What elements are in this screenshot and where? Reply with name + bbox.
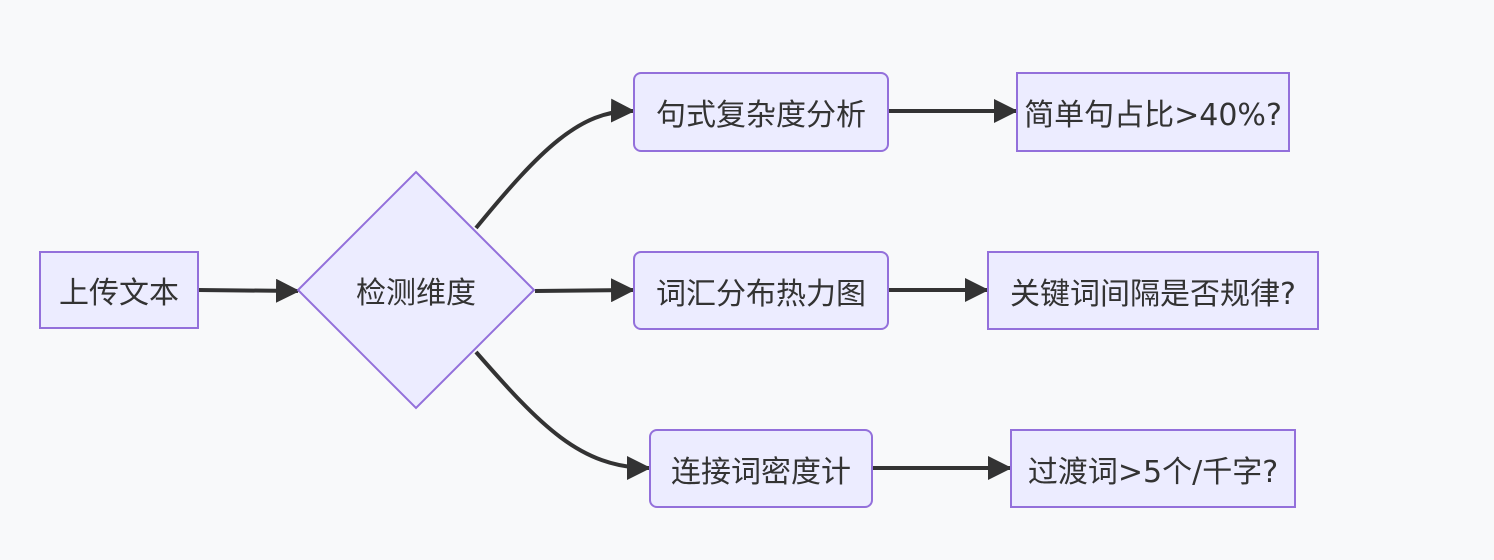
edge-upload-to-detect — [197, 278, 300, 303]
node-upload-text-label: 上传文本 — [59, 276, 179, 311]
node-vocab-heatmap-label: 词汇分布热力图 — [656, 276, 866, 312]
node-detect-dimension-label: 检测维度 — [356, 276, 476, 311]
node-upload-text: 上传文本 — [39, 251, 199, 329]
node-syntax-complexity-label: 句式复杂度分析 — [656, 98, 866, 133]
node-vocab-heatmap: 词汇分布热力图 — [633, 251, 889, 330]
node-syntax-complexity: 句式复杂度分析 — [633, 72, 889, 152]
node-transition-words-label: 过渡词>5个/千字? — [1027, 454, 1279, 490]
node-simple-sentence-ratio: 简单句占比>40%? — [1016, 72, 1290, 152]
edge-detect-to-syntax — [474, 98, 635, 230]
node-connector-density-label: 连接词密度计 — [671, 454, 851, 490]
node-keyword-interval-label: 关键词间隔是否规律? — [1010, 276, 1296, 312]
node-detect-dimension: 检测维度 — [316, 260, 516, 320]
node-transition-words: 过渡词>5个/千字? — [1010, 429, 1296, 508]
node-keyword-interval: 关键词间隔是否规律? — [987, 251, 1319, 330]
node-simple-sentence-ratio-label: 简单句占比>40%? — [1024, 98, 1282, 133]
edge-detect-to-heatmap — [534, 278, 635, 303]
node-connector-density: 连接词密度计 — [649, 429, 873, 508]
decision-diamond-shape — [296, 170, 536, 410]
edge-detect-to-connector — [474, 350, 651, 480]
